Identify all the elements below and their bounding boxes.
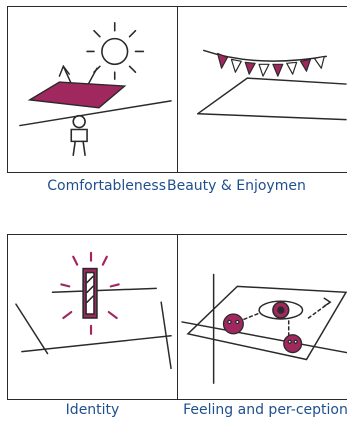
face-icon <box>224 314 302 353</box>
feeling-sketch <box>178 235 347 399</box>
panel-beauty <box>177 6 347 173</box>
panel-feeling <box>177 234 347 400</box>
caption-comfortableness: Comfortableness <box>0 178 166 194</box>
comfortableness-sketch <box>8 7 177 172</box>
eye-icon <box>259 301 302 319</box>
caption-beauty: Beauty & Enjoymen <box>167 178 347 194</box>
totem-icon <box>83 269 97 318</box>
bunting-icon <box>218 53 325 76</box>
beauty-sketch <box>178 7 347 172</box>
panel-comfortableness <box>7 6 178 173</box>
panel-identity <box>7 234 178 400</box>
identity-sketch <box>8 235 177 399</box>
person-icon <box>71 116 87 156</box>
caption-feeling: Feeling and per-ception <box>177 402 347 418</box>
canopy-icon <box>30 82 125 108</box>
caption-identity: Identity <box>7 402 178 418</box>
